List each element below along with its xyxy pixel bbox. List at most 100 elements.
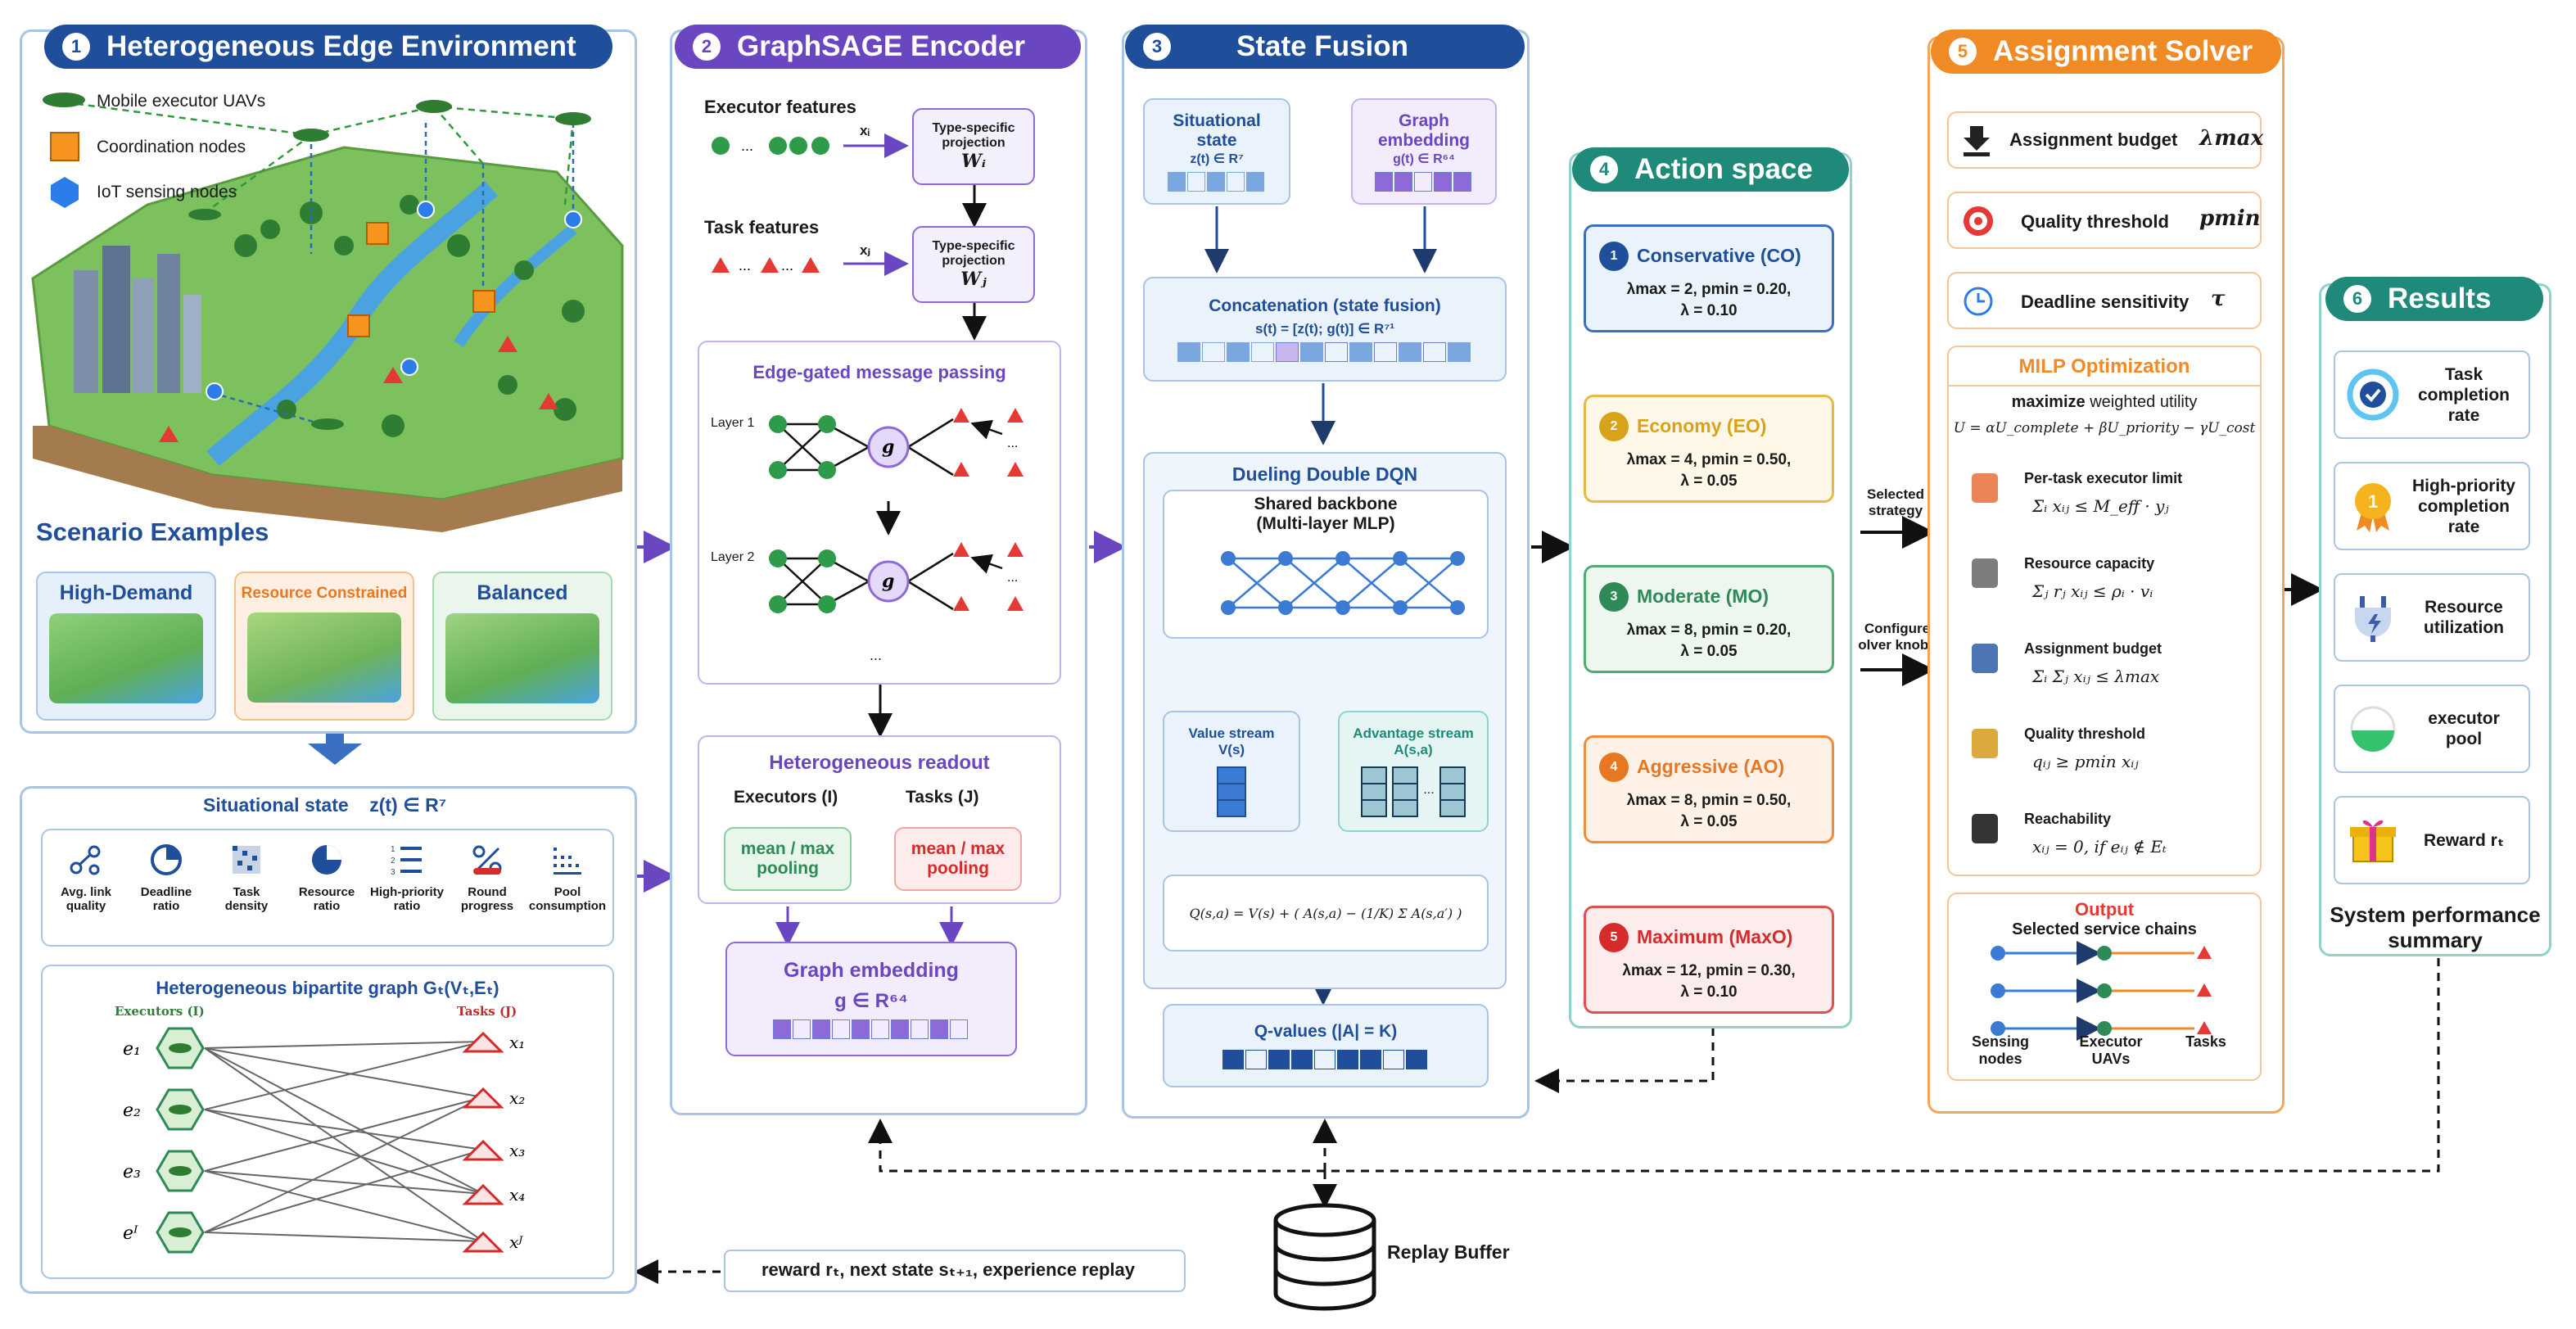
uav-legend-icon	[43, 93, 85, 107]
scenario-balanced-label: Balanced	[477, 581, 568, 604]
scenario-resource-map	[247, 613, 401, 703]
bip-title: Heterogeneous bipartite graph Gₜ(Vₜ,Eₜ)	[156, 978, 499, 998]
deadline-symbol: τ	[2211, 287, 2226, 311]
quality-knob: Quality threshold pmin	[1947, 192, 2262, 249]
ge-formula: g ∈ R⁶⁴	[834, 990, 908, 1012]
drone-icon	[169, 1105, 192, 1114]
mlp-neuron	[1221, 551, 1236, 566]
pool-icon	[554, 848, 581, 875]
bip-edge	[204, 1047, 484, 1098]
ge-vector	[773, 1019, 969, 1039]
mp-executor-node	[818, 595, 836, 613]
dashed-results-feedback	[868, 958, 2440, 1173]
constraint-label: Resource capacity	[2024, 555, 2155, 572]
fusion-num: 3	[1143, 33, 1171, 61]
mlp-neuron	[1278, 551, 1293, 566]
drone-icon	[169, 1227, 192, 1237]
layer1-label: Layer 1	[711, 416, 755, 430]
executor-label: e₂	[123, 1101, 141, 1121]
mp-executor-node	[818, 415, 836, 433]
progress-icon	[472, 845, 502, 875]
bip-edge	[204, 1170, 484, 1195]
xi-label: xᵢ	[860, 123, 870, 138]
globe-icon	[1968, 811, 2001, 851]
action-card: 3 Moderate (MO) λmax = 8, pmin = 0.20, λ…	[1584, 565, 1834, 673]
message-passing-box: Edge-gated message passing	[698, 341, 1061, 685]
exec-features-label: Executor features	[704, 97, 856, 117]
task-label: x₃	[509, 1141, 525, 1160]
env-num: 1	[62, 33, 90, 61]
action-title: 4 Action space	[1572, 147, 1849, 192]
scenario-high-demand: High-Demand	[36, 572, 216, 721]
legend-uav: Mobile executor UAVs	[97, 92, 266, 111]
iot-legend-icon	[51, 177, 79, 208]
svg-text:2: 2	[391, 857, 395, 866]
svg-text:...: ...	[1007, 571, 1018, 585]
task-node	[462, 1231, 504, 1253]
link-quality-icon	[70, 845, 101, 875]
task-node	[462, 1031, 504, 1053]
mp-executor-node	[818, 549, 836, 567]
bip-exec-label: Executors (I)	[115, 1004, 205, 1019]
executor-label: e₃	[123, 1162, 141, 1182]
deadline-knob: Deadline sensitivity τ	[1947, 272, 2262, 329]
bip-task-label: Tasks (J)	[457, 1004, 517, 1019]
coordination-legend-icon	[50, 132, 79, 161]
quality-label: Quality threshold	[2021, 211, 2169, 232]
milp-box: MILP Optimization maximize weighted util…	[1947, 346, 2262, 876]
layer-more: ...	[870, 647, 883, 663]
bipartite-box	[41, 965, 614, 1279]
graph-embedding-box: Graph embedding g ∈ R⁶⁴	[725, 942, 1017, 1056]
mlp-neuron	[1221, 600, 1236, 615]
scenario-balanced: Balanced	[432, 572, 612, 721]
constraint-label: Assignment budget	[2024, 640, 2162, 657]
mlp-neuron	[1393, 600, 1408, 615]
constraint-formula: qᵢⱼ ≥ pmin xᵢⱼ	[2032, 752, 2139, 771]
chain-task-node	[2197, 1021, 2212, 1034]
mp-task-node	[953, 408, 969, 423]
readout-exec-col: Executors (I)	[734, 788, 838, 807]
mp-executor-node	[769, 595, 787, 613]
concat-box: Concatenation (state fusion) s(t) = [z(t…	[1143, 277, 1507, 382]
deadline-icon	[151, 844, 182, 875]
mlp-neuron	[1393, 551, 1408, 566]
target-icon	[1964, 206, 1993, 236]
encoder-title-text: GraphSAGE Encoder	[737, 30, 1026, 62]
task-label: x₄	[509, 1185, 525, 1205]
results-title-text: Results	[2388, 283, 2492, 314]
bip-edge	[204, 1170, 484, 1242]
scenario-resource-constrained: Resource Constrained	[234, 572, 414, 721]
xj-label: xⱼ	[860, 242, 871, 258]
task-node	[462, 1087, 504, 1109]
q-equation-box: Q(s,a) = V(s) + ( A(s,a) − (1/K) Σ A(s,a…	[1163, 875, 1489, 952]
battery-icon	[1968, 555, 2001, 595]
scenario-resource-label: Resource Constrained	[241, 585, 408, 602]
gate-node	[867, 560, 910, 603]
qvalues-box: Q-values (|A| = K)	[1163, 1004, 1489, 1087]
encoder-title: 2 GraphSAGE Encoder	[675, 25, 1081, 69]
deadline-label: Deadline sensitivity	[2021, 292, 2190, 312]
priority-icon: 123	[391, 845, 422, 877]
chain-sensing-node	[1991, 1021, 2005, 1036]
bip-edge	[204, 1109, 484, 1150]
drone-icon	[169, 1043, 192, 1053]
budget-knob: Assignment budget λmax	[1947, 111, 2263, 169]
feedback-box: reward rₜ, next state sₜ₊₁, experience r…	[724, 1250, 1186, 1292]
result-card: Reward rₜ	[2334, 796, 2530, 884]
task-label: x₁	[509, 1033, 525, 1052]
mp-title: Edge-gated message passing	[752, 362, 1006, 382]
